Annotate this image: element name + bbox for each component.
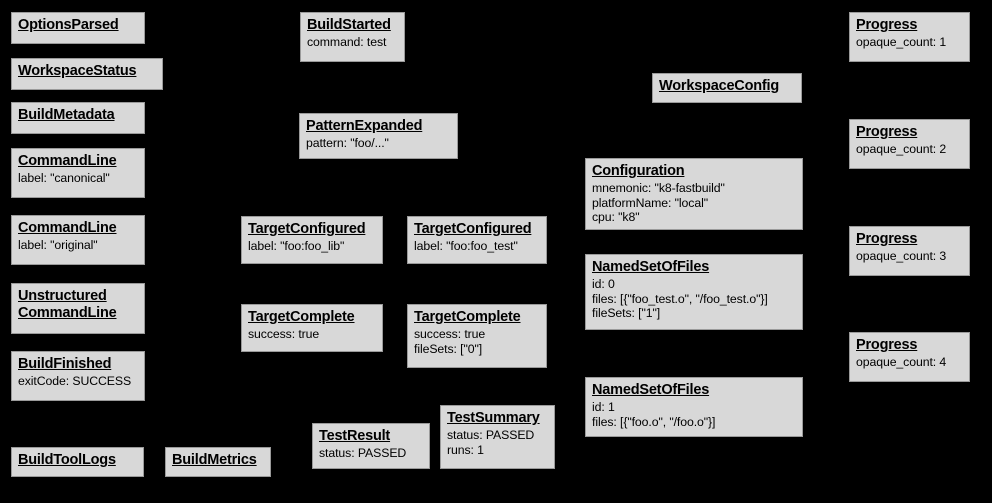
node-title: Progress — [856, 17, 918, 33]
node-command-line-original[interactable]: CommandLine label: "original" — [11, 215, 145, 265]
node-field: cpu: "k8" — [592, 210, 640, 225]
node-field: exitCode: SUCCESS — [18, 374, 132, 389]
node-build-tool-logs[interactable]: BuildToolLogs — [11, 447, 144, 477]
node-field: success: true — [248, 327, 320, 342]
node-fields: label: "original" — [18, 238, 138, 253]
node-title: CommandLine — [18, 220, 117, 236]
node-field: opaque_count: 1 — [856, 35, 947, 50]
node-progress-1[interactable]: Progress opaque_count: 1 — [849, 12, 970, 62]
node-field: command: test — [307, 35, 387, 50]
node-fields: mnemonic: "k8-fastbuild"platformName: "l… — [592, 181, 796, 225]
node-field: status: PASSED — [447, 428, 535, 443]
node-title: NamedSetOfFiles — [592, 382, 710, 398]
node-fields: label: "foo:foo_test" — [414, 239, 540, 254]
node-fields: opaque_count: 3 — [856, 249, 963, 264]
node-progress-3[interactable]: Progress opaque_count: 3 — [849, 226, 970, 276]
node-fields: exitCode: SUCCESS — [18, 374, 138, 389]
node-field: label: "foo:foo_test" — [414, 239, 518, 254]
node-field: fileSets: ["0"] — [414, 341, 483, 356]
node-field: label: "original" — [18, 238, 98, 253]
node-target-configured-foo-test[interactable]: TargetConfigured label: "foo:foo_test" — [407, 216, 547, 264]
node-title: WorkspaceConfig — [659, 78, 780, 94]
node-field: opaque_count: 3 — [856, 249, 947, 264]
node-title: Progress — [856, 231, 918, 247]
node-title: Configuration — [592, 163, 685, 179]
node-fields: opaque_count: 1 — [856, 35, 963, 50]
node-fields: label: "canonical" — [18, 171, 138, 186]
node-title: CommandLine — [18, 153, 117, 169]
node-field: id: 1 — [592, 400, 615, 415]
node-title: TestResult — [319, 428, 391, 444]
node-target-complete-lib[interactable]: TargetComplete success: true — [241, 304, 383, 352]
node-title: TargetComplete — [248, 309, 355, 325]
node-build-started[interactable]: BuildStarted command: test — [300, 12, 405, 62]
node-title: TargetConfigured — [414, 221, 532, 237]
node-field: files: [{"foo.o", "/foo.o"}] — [592, 414, 716, 429]
node-fields: opaque_count: 4 — [856, 355, 963, 370]
node-field: mnemonic: "k8-fastbuild" — [592, 181, 725, 196]
node-test-result[interactable]: TestResult status: PASSED — [312, 423, 430, 469]
node-field: fileSets: ["1"] — [592, 306, 661, 321]
node-build-metadata[interactable]: BuildMetadata — [11, 102, 145, 134]
node-title: OptionsParsed — [18, 17, 119, 33]
node-title: Progress — [856, 124, 918, 140]
node-command-line-canonical[interactable]: CommandLine label: "canonical" — [11, 148, 145, 198]
node-title: TargetComplete — [414, 309, 521, 325]
node-fields: success: true — [248, 327, 376, 342]
node-title: TargetConfigured — [248, 221, 366, 237]
node-field: opaque_count: 4 — [856, 355, 947, 370]
node-fields: label: "foo:foo_lib" — [248, 239, 376, 254]
node-workspace-config[interactable]: WorkspaceConfig — [652, 73, 802, 103]
node-field: id: 0 — [592, 277, 615, 292]
node-progress-2[interactable]: Progress opaque_count: 2 — [849, 119, 970, 169]
node-pattern-expanded[interactable]: PatternExpanded pattern: "foo/..." — [299, 113, 458, 159]
node-field: platformName: "local" — [592, 195, 708, 210]
node-fields: pattern: "foo/..." — [306, 136, 451, 151]
node-title: BuildToolLogs — [18, 452, 116, 468]
node-unstructured-command-line[interactable]: Unstructured CommandLine — [11, 283, 145, 334]
node-build-metrics[interactable]: BuildMetrics — [165, 447, 271, 477]
node-configuration[interactable]: Configuration mnemonic: "k8-fastbuild"pla… — [585, 158, 803, 230]
node-field: success: true — [414, 327, 486, 342]
node-field: label: "foo:foo_lib" — [248, 239, 345, 254]
node-title: Unstructured CommandLine — [18, 288, 117, 322]
node-fields: status: PASSED — [319, 446, 423, 461]
node-field: pattern: "foo/..." — [306, 136, 389, 151]
node-field: label: "canonical" — [18, 171, 110, 186]
node-title: Progress — [856, 337, 918, 353]
node-options-parsed[interactable]: OptionsParsed — [11, 12, 145, 44]
node-title: WorkspaceStatus — [18, 63, 137, 79]
node-title: BuildStarted — [307, 17, 391, 33]
node-build-finished[interactable]: BuildFinished exitCode: SUCCESS — [11, 351, 145, 401]
node-title: BuildMetrics — [172, 452, 257, 468]
node-fields: opaque_count: 2 — [856, 142, 963, 157]
node-title: BuildFinished — [18, 356, 112, 372]
node-title: PatternExpanded — [306, 118, 423, 134]
node-field: opaque_count: 2 — [856, 142, 947, 157]
node-title: TestSummary — [447, 410, 540, 426]
node-target-configured-foo-lib[interactable]: TargetConfigured label: "foo:foo_lib" — [241, 216, 383, 264]
node-title: NamedSetOfFiles — [592, 259, 710, 275]
node-field: files: [{"foo_test.o", "/foo_test.o"}] — [592, 291, 768, 306]
node-workspace-status[interactable]: WorkspaceStatus — [11, 58, 163, 90]
node-field: runs: 1 — [447, 442, 484, 457]
node-progress-4[interactable]: Progress opaque_count: 4 — [849, 332, 970, 382]
node-title: BuildMetadata — [18, 107, 115, 123]
node-field: status: PASSED — [319, 446, 407, 461]
node-fields: command: test — [307, 35, 398, 50]
